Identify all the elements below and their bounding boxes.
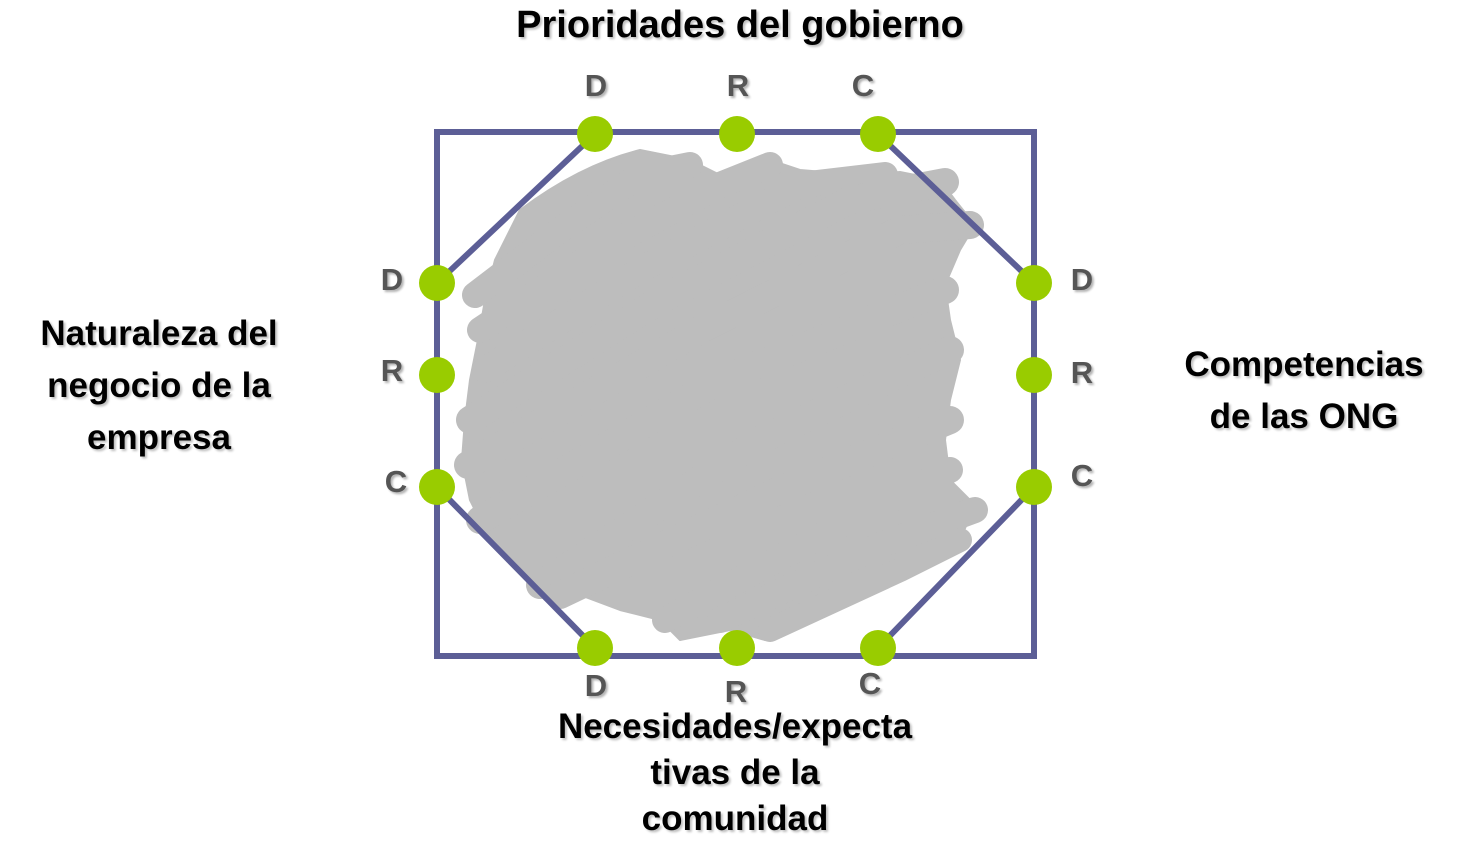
dots (419, 116, 1052, 666)
dot-top-d (577, 116, 613, 152)
dot-left-c (419, 469, 455, 505)
dot-label-top-c: C (851, 68, 875, 103)
dot-right-d (1016, 265, 1052, 301)
dot-label-top-d: D (584, 68, 608, 103)
dot-label-bottom-r: R (724, 674, 748, 709)
dot-left-d (419, 265, 455, 301)
diagram-title: Prioridades del gobierno (516, 4, 964, 46)
dot-right-r (1016, 357, 1052, 393)
dot-bottom-d (577, 630, 613, 666)
dot-label-right-d: D (1070, 262, 1094, 297)
scribble-fill (454, 149, 988, 642)
dot-top-c (860, 116, 896, 152)
dot-label-top-r: R (726, 68, 750, 103)
dot-label-right-r: R (1070, 355, 1094, 390)
dot-label-bottom-c: C (858, 666, 882, 701)
octagon-diagonals (434, 131, 1037, 651)
dot-label-left-c: C (384, 464, 408, 499)
dot-label-bottom-d: D (584, 668, 608, 703)
dot-left-r (419, 357, 455, 393)
dot-top-r (719, 116, 755, 152)
dot-label-left-d: D (380, 262, 404, 297)
dot-bottom-r (719, 630, 755, 666)
dot-label-left-r: R (380, 353, 404, 388)
dot-right-c (1016, 469, 1052, 505)
dot-bottom-c (860, 630, 896, 666)
dot-label-right-c: C (1070, 458, 1094, 493)
